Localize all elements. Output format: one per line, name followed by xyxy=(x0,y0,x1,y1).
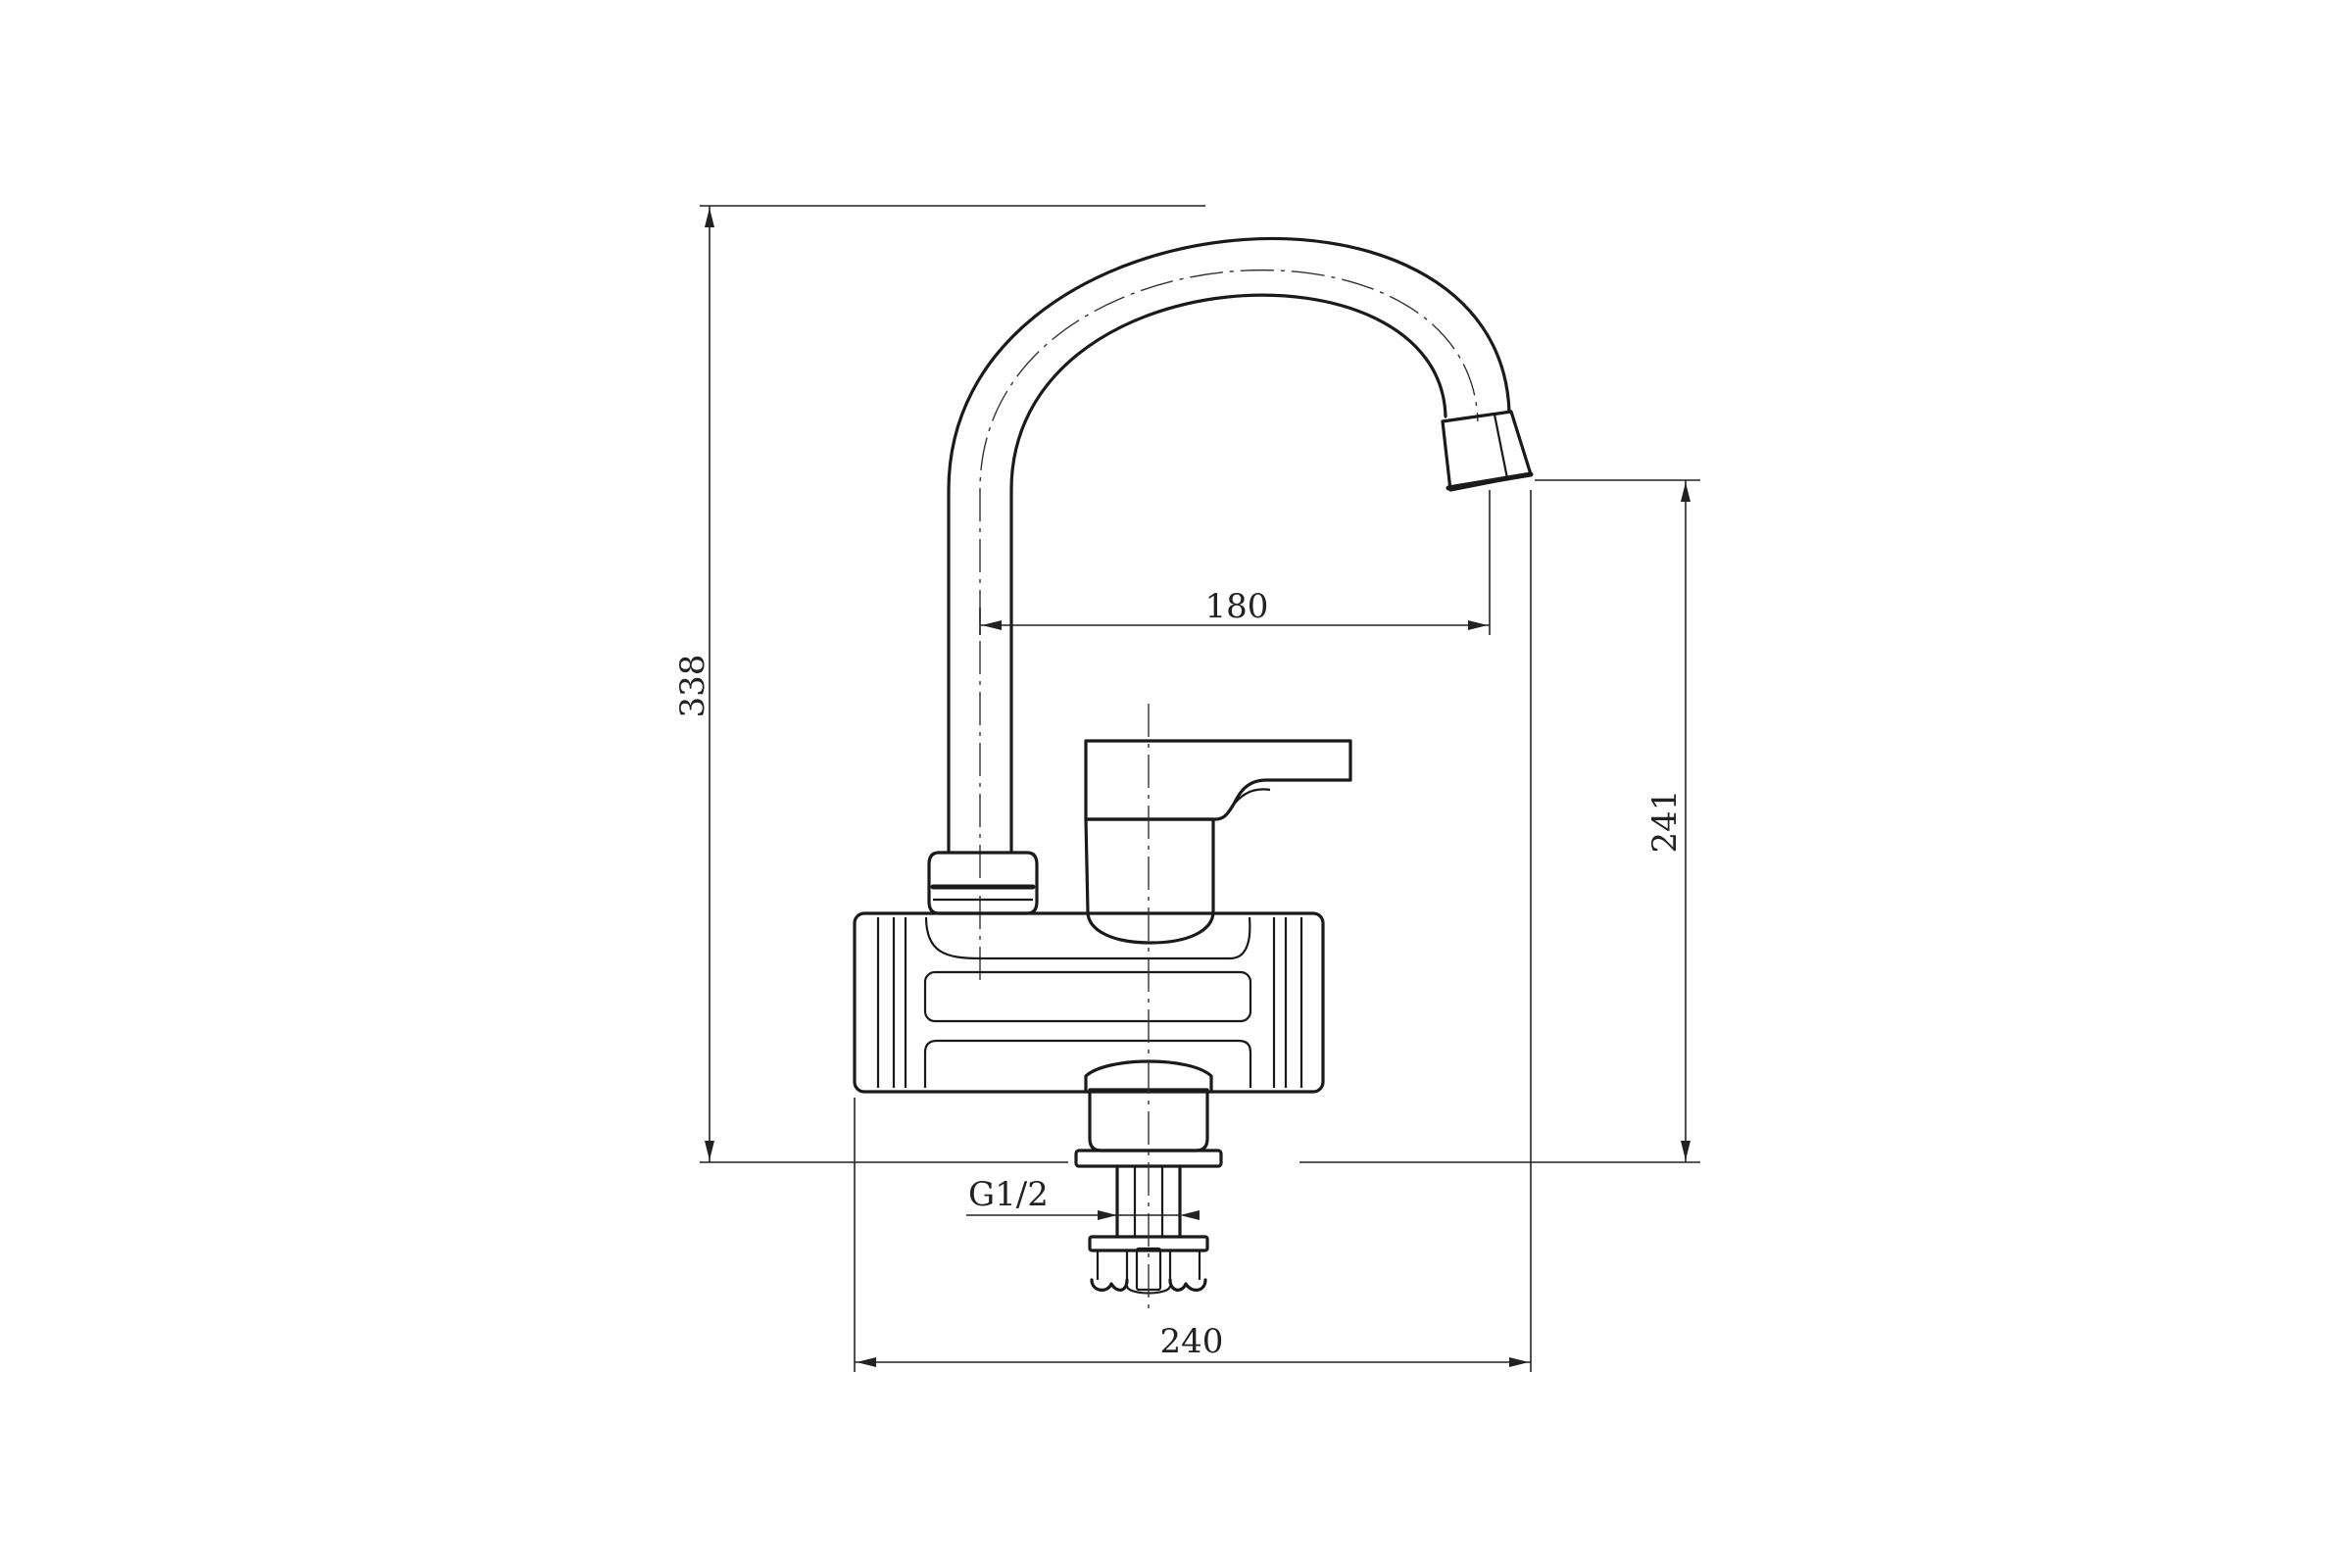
outlet-height-label: 241 xyxy=(1645,790,1685,854)
dimension-spout-reach xyxy=(979,490,1491,635)
dimension-outlet-height xyxy=(1535,479,1700,1162)
thread-callout xyxy=(966,1210,1200,1220)
spout-reach-label: 180 xyxy=(1205,587,1269,626)
thread-size-label: G1/2 xyxy=(968,1175,1049,1214)
overall-width-label: 240 xyxy=(1160,1322,1224,1361)
dimension-overall-height xyxy=(700,205,1700,1163)
dimension-overall-width xyxy=(854,490,1532,1372)
overall-height-label: 338 xyxy=(673,655,712,718)
spout xyxy=(947,236,1511,980)
lever-handle xyxy=(1084,739,1352,945)
mixer-body xyxy=(853,911,1325,1094)
spout-aerator xyxy=(1441,410,1534,492)
spout-collar xyxy=(927,851,1039,915)
inlet-pipe xyxy=(1115,1164,1182,1239)
